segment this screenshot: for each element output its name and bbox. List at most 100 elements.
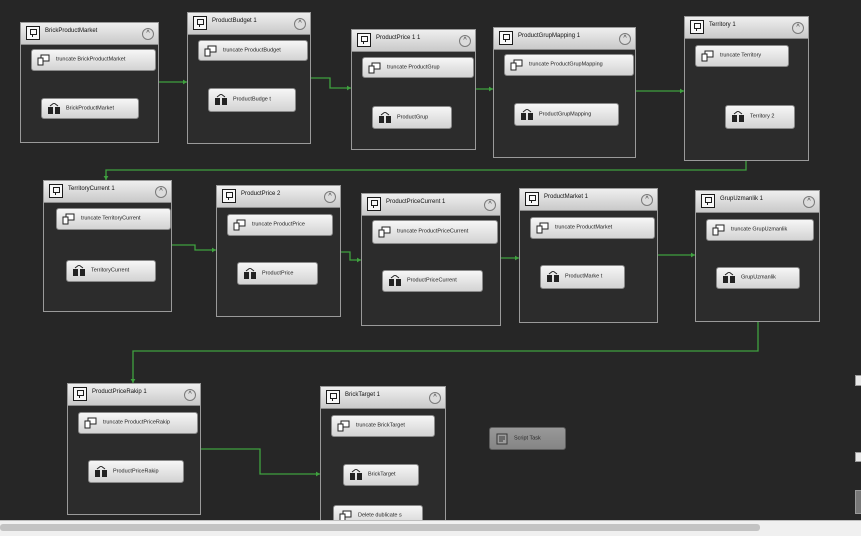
execute-sql-task[interactable]: truncate TerritoryCurrent bbox=[56, 208, 171, 230]
task-label: BrickTarget bbox=[368, 471, 396, 478]
data-flow-icon bbox=[350, 469, 362, 480]
script-task[interactable]: Script Task bbox=[489, 427, 566, 450]
collapse-button[interactable]: ^ bbox=[484, 199, 496, 211]
container-productgrupmapping[interactable]: ProductGrupMapping 1^ truncate ProductGr… bbox=[493, 27, 636, 158]
sequence-container-icon bbox=[49, 184, 63, 198]
task-label: truncate Territory bbox=[720, 52, 762, 59]
collapse-button[interactable]: ^ bbox=[142, 28, 154, 40]
data-flow-task[interactable]: ProductBudge t bbox=[208, 88, 296, 112]
container-header[interactable]: ProductPriceCurrent 1 ^ bbox=[362, 194, 500, 216]
collapse-button[interactable]: ^ bbox=[641, 194, 653, 206]
data-flow-task[interactable]: ProductGrup bbox=[372, 106, 452, 129]
data-flow-task[interactable]: GrupUzmanlik bbox=[716, 267, 800, 289]
design-canvas[interactable]: BrickProductMarket ^ truncate BrickProduc… bbox=[0, 0, 861, 520]
container-header[interactable]: GrupUzmanlik 1^ bbox=[696, 191, 819, 213]
task-label: ProductGrupMapping bbox=[539, 111, 592, 117]
container-brickproductmarket[interactable]: BrickProductMarket ^ truncate BrickProduc… bbox=[20, 22, 159, 143]
container-header[interactable]: ProductPrice 1 1^ bbox=[352, 30, 475, 52]
precedence-constraint[interactable] bbox=[341, 251, 361, 261]
collapse-button[interactable]: ^ bbox=[184, 389, 196, 401]
collapse-button[interactable]: ^ bbox=[619, 33, 631, 45]
task-label: ProductMarke t bbox=[565, 273, 603, 280]
precedence-constraint[interactable] bbox=[132, 322, 759, 383]
sequence-container-icon bbox=[499, 31, 513, 45]
collapse-button[interactable]: ^ bbox=[803, 196, 815, 208]
task-label: ProductPrice bbox=[262, 270, 294, 276]
data-flow-task[interactable]: ProductGrupMapping bbox=[514, 103, 619, 126]
task-label: truncate GrupUzmanlik bbox=[731, 226, 788, 233]
container-title: ProductPriceCurrent 1 bbox=[386, 199, 446, 205]
collapse-button[interactable]: ^ bbox=[324, 191, 336, 203]
container-title: BrickTarget 1 bbox=[345, 392, 381, 398]
collapse-button[interactable]: ^ bbox=[155, 186, 167, 198]
data-flow-task[interactable]: BrickTarget bbox=[343, 464, 419, 486]
data-flow-task[interactable]: TerritoryCurrent bbox=[66, 260, 156, 282]
data-flow-icon bbox=[379, 111, 391, 123]
data-flow-task[interactable]: ProductPrice bbox=[237, 262, 318, 285]
container-productmarket[interactable]: ProductMarket 1^ truncate ProductMarket … bbox=[519, 188, 658, 323]
data-flow-icon bbox=[244, 267, 256, 279]
precedence-constraint[interactable] bbox=[311, 77, 351, 89]
task-label: GrupUzmanlik bbox=[741, 274, 776, 281]
data-flow-task[interactable]: ProductMarke t bbox=[540, 265, 625, 289]
container-header[interactable]: ProductMarket 1^ bbox=[520, 189, 657, 211]
container-productpricerakip[interactable]: ProductPriceRakip 1^ truncate ProductPri… bbox=[67, 383, 201, 515]
sequence-container-icon bbox=[326, 390, 340, 404]
precedence-constraint[interactable] bbox=[105, 161, 747, 180]
data-flow-icon bbox=[48, 102, 60, 114]
sequence-container-icon bbox=[701, 194, 715, 208]
collapse-button[interactable]: ^ bbox=[459, 35, 471, 47]
collapse-button[interactable]: ^ bbox=[294, 18, 306, 30]
data-flow-icon bbox=[389, 275, 401, 286]
data-flow-task[interactable]: ProductPriceRakip bbox=[88, 460, 184, 483]
sequence-container-icon bbox=[222, 189, 236, 203]
scrollbar-thumb[interactable] bbox=[0, 524, 760, 531]
execute-sql-icon bbox=[84, 417, 97, 429]
container-header[interactable]: ProductPrice 2^ bbox=[217, 186, 340, 208]
execute-sql-task[interactable]: truncate ProductGrupMapping bbox=[504, 54, 634, 76]
execute-sql-task[interactable]: truncate Territory bbox=[695, 45, 789, 67]
container-bricktarget[interactable]: BrickTarget 1 ^ truncate BrickTarget Bric… bbox=[320, 386, 446, 520]
sequence-container-icon bbox=[193, 16, 207, 30]
task-label: truncate BrickProductMarket bbox=[56, 56, 126, 63]
execute-sql-task[interactable]: Delete dublicate s bbox=[333, 505, 423, 520]
execute-sql-task[interactable]: truncate GrupUzmanlik bbox=[706, 219, 814, 241]
partial-element-right-edge bbox=[855, 490, 861, 514]
execute-sql-task[interactable]: truncate ProductPriceCurrent bbox=[372, 220, 498, 244]
execute-sql-task[interactable]: truncate ProductPriceRakip bbox=[78, 412, 198, 434]
container-header[interactable]: ProductPriceRakip 1^ bbox=[68, 384, 200, 406]
container-territorycurrent[interactable]: TerritoryCurrent 1 ^ truncate TerritoryCu… bbox=[43, 180, 172, 312]
execute-sql-task[interactable]: truncate ProductPrice bbox=[227, 214, 333, 236]
container-productpricecurrent[interactable]: ProductPriceCurrent 1 ^ truncate ProductP… bbox=[361, 193, 501, 326]
precedence-constraint[interactable] bbox=[172, 244, 216, 251]
collapse-button[interactable]: ^ bbox=[792, 22, 804, 34]
sequence-container-icon bbox=[73, 387, 87, 401]
container-header[interactable]: Territory 1^ bbox=[685, 17, 808, 39]
execute-sql-task[interactable]: truncate ProductMarket bbox=[530, 217, 655, 239]
execute-sql-task[interactable]: truncate BrickTarget bbox=[331, 415, 435, 437]
data-flow-icon bbox=[73, 265, 85, 276]
container-header[interactable]: ProductBudget 1^ bbox=[188, 13, 310, 35]
container-header[interactable]: BrickTarget 1 ^ bbox=[321, 387, 445, 409]
container-title: BrickProductMarket bbox=[45, 28, 98, 34]
horizontal-scrollbar[interactable] bbox=[0, 520, 861, 536]
container-productprice-1-1[interactable]: ProductPrice 1 1^ truncate ProductGrup P… bbox=[351, 29, 476, 150]
container-header[interactable]: BrickProductMarket ^ bbox=[21, 23, 158, 45]
execute-sql-task[interactable]: truncate BrickProductMarket bbox=[31, 49, 156, 71]
container-title: TerritoryCurrent 1 bbox=[68, 186, 115, 192]
sequence-container-icon bbox=[690, 20, 704, 34]
execute-sql-task[interactable]: truncate ProductGrup bbox=[362, 57, 474, 78]
execute-sql-task[interactable]: truncate ProductBudget bbox=[198, 40, 308, 61]
container-header[interactable]: TerritoryCurrent 1 ^ bbox=[44, 181, 171, 203]
data-flow-task[interactable]: BrickProductMarket bbox=[41, 98, 139, 119]
container-productbudget[interactable]: ProductBudget 1^ truncate ProductBudget … bbox=[187, 12, 311, 144]
container-productprice-2[interactable]: ProductPrice 2^ truncate ProductPrice Pr… bbox=[216, 185, 341, 317]
precedence-constraint[interactable] bbox=[201, 448, 320, 475]
container-territory[interactable]: Territory 1^ truncate Territory Territor… bbox=[684, 16, 809, 161]
data-flow-task[interactable]: ProductPriceCurrent bbox=[382, 270, 483, 292]
task-label: ProductPriceCurrent bbox=[407, 277, 457, 284]
container-grupuzmanlik[interactable]: GrupUzmanlik 1^ truncate GrupUzmanlik Gr… bbox=[695, 190, 820, 322]
container-header[interactable]: ProductGrupMapping 1^ bbox=[494, 28, 635, 50]
data-flow-task[interactable]: Territory 2 bbox=[725, 105, 795, 129]
collapse-button[interactable]: ^ bbox=[429, 392, 441, 404]
